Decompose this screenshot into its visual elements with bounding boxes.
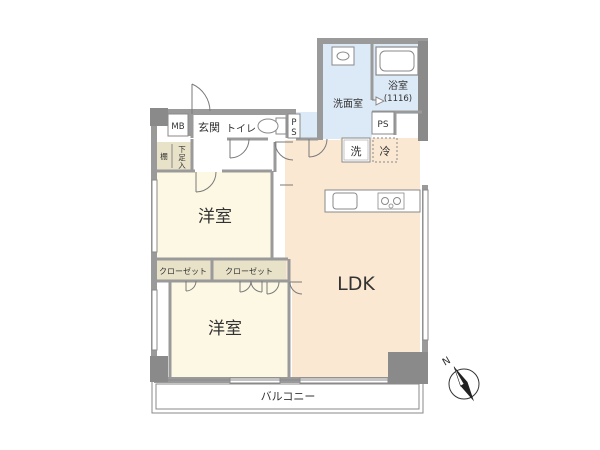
closet-1-floor [156,260,211,280]
kitchen-sink [332,192,358,210]
compass-needle [453,366,474,402]
window-room1 [151,179,158,253]
western-room-1-floor [156,172,271,260]
kitchen-counter [324,189,421,213]
ldk-floor [285,140,420,380]
label-bathroom: 浴室 [388,79,408,92]
label-closet-1: クローゼット [159,266,207,276]
ps-top-box [287,113,301,139]
window-ldk-right [422,189,429,341]
bathtub [375,46,419,76]
wash-basin [331,46,355,66]
western-room-2-floor [170,282,288,378]
label-shoe-cabinet-1: 下 [178,145,186,154]
label-western-room-2: 洋室 [208,319,242,339]
door-wash[interactable] [308,138,328,158]
label-shoe-cabinet-3: 入 [178,161,186,170]
label-ps-mid: PS [377,120,388,130]
label-refrigerator: 冷 [380,145,391,158]
label-entrance: 玄関 [198,120,220,134]
door-arrow [375,96,386,106]
washing-machine-pan [341,137,371,163]
door-corridor[interactable] [274,141,294,161]
labels: 浴室 (1116) 洗面室 トイレ 玄関 MB P S PS 洗 冷 棚 下 足… [159,79,412,403]
ps-mid-box [371,111,395,135]
label-washing-machine: 洗 [351,145,362,158]
column-wet-right [418,41,428,141]
label-ps-top-s: S [291,128,296,138]
door-entrance[interactable] [191,83,211,114]
door-room2-b[interactable] [289,281,303,295]
label-bathroom-size: (1116) [384,94,412,104]
label-shoe-shelf: 棚 [160,151,168,161]
column-bottom-left [150,356,168,382]
label-washroom: 洗面室 [333,97,363,110]
closet-2-floor [213,260,286,280]
door-room1[interactable] [195,171,217,193]
window-room2 [151,289,158,351]
toilet-fixture [257,117,287,135]
refrigerator-space [372,137,398,163]
door-toilet[interactable] [229,138,250,159]
column-top-left [150,108,168,126]
column-bottom-right [388,352,428,384]
washing-machine-inner [343,139,369,161]
compass-north-label: N [441,355,453,368]
door-closet-1[interactable] [185,280,197,292]
label-shoe-cabinet-2: 足 [178,153,186,162]
door-closet-2b[interactable] [250,280,263,293]
wash-corridor-floor [296,112,372,138]
label-toilet: トイレ [226,124,256,135]
balcony-outline [151,379,424,414]
label-balcony: バルコニー [261,390,316,403]
door-room2[interactable] [266,281,280,295]
label-ps-top-p: P [291,118,296,128]
label-western-room-1: 洋室 [198,207,232,227]
kitchen-floor-strip [340,138,420,141]
label-ldk: LDK [337,273,375,295]
shoe-cabinet-floor [156,142,192,170]
mb-box [167,113,189,137]
stove [377,192,405,210]
interior-walls [156,44,422,378]
compass: N [441,355,480,402]
label-meter-box: MB [171,122,184,132]
label-closet-2: クローゼット [225,266,273,276]
columns [150,41,428,384]
